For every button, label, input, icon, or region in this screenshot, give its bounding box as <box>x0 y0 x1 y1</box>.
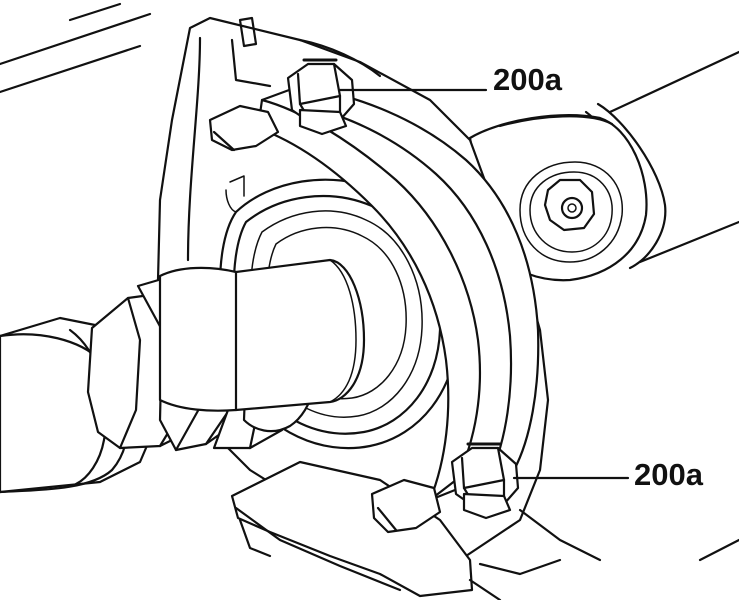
callout-label-bottom: 200a <box>634 457 703 492</box>
lower-nut <box>450 442 520 520</box>
bracket-foot <box>230 460 739 600</box>
shaft-stub <box>158 258 366 412</box>
chassis-lines <box>0 2 152 94</box>
upper-nut <box>286 58 356 136</box>
callout-label-top: 200a <box>493 62 562 97</box>
leader-lines <box>338 88 630 480</box>
